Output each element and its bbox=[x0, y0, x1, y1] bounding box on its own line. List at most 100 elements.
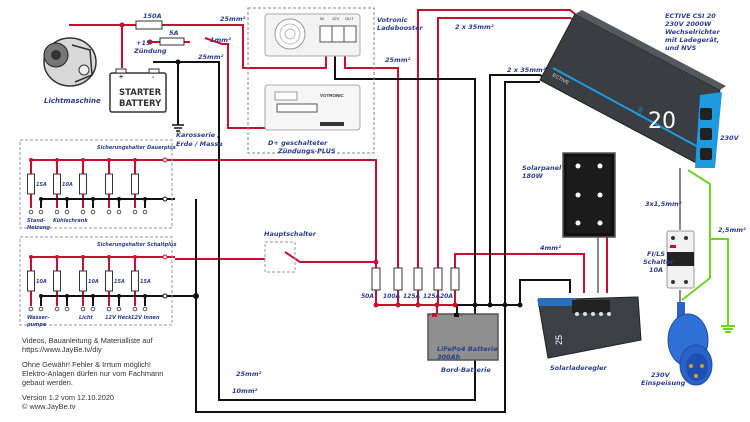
fuse-rating: 15A bbox=[140, 279, 151, 285]
load-terminal-minus bbox=[116, 209, 122, 215]
plus-junctions bbox=[29, 22, 458, 308]
rcbo-label-1: FI/LS bbox=[647, 250, 665, 258]
load-label: 12V Heck bbox=[105, 315, 132, 321]
load-terminal-minus bbox=[142, 209, 148, 215]
shore-plug-label-2: Einspeisung bbox=[641, 379, 686, 387]
votronic-group-box bbox=[247, 7, 375, 154]
house-battery-plus: + bbox=[427, 313, 430, 319]
solar-controller-model: 25 bbox=[554, 335, 564, 345]
wire-pe bbox=[681, 169, 729, 326]
fuse-box-title: Sicherungshalter Schaltplus bbox=[97, 242, 176, 248]
fuse-holder[interactable] bbox=[131, 270, 139, 292]
note-link[interactable]: https://www.JayBe.tv/diy bbox=[22, 345, 102, 354]
pe-wires bbox=[681, 169, 735, 333]
wire-fb2-minus-branches bbox=[40, 296, 146, 306]
inverter-output-label: 230V bbox=[720, 134, 740, 142]
starter-label-2: BATTERY bbox=[119, 99, 162, 109]
fuse-rating: 10A bbox=[88, 279, 99, 285]
wire-label-inv-plus: 2 x 35mm² bbox=[455, 23, 494, 31]
load-label: Licht bbox=[79, 315, 93, 321]
dplus-label-1: D+ geschalteter bbox=[268, 139, 328, 147]
booster-terminal-12v: 12V bbox=[332, 16, 339, 21]
booster-label-2: Ladebooster bbox=[377, 24, 424, 32]
fuse-holder[interactable] bbox=[105, 173, 113, 195]
inverter-label-1: ECTIVE CSI 20 bbox=[665, 12, 716, 20]
fuse-holder[interactable] bbox=[53, 270, 61, 292]
fuse-box-frame bbox=[19, 139, 173, 229]
shore-power-plug bbox=[667, 302, 713, 386]
wire-solar-plus bbox=[454, 253, 585, 293]
fuse-150a-label: 150A bbox=[143, 12, 162, 20]
dplus-label-2: Zündungs-PLUS bbox=[277, 147, 336, 155]
load-terminal-plus bbox=[106, 306, 112, 312]
main-switch-box[interactable] bbox=[264, 241, 296, 273]
wire-solar-minus bbox=[519, 279, 571, 305]
load-terminal-minus bbox=[90, 306, 96, 312]
rcbo-breaker[interactable] bbox=[666, 230, 695, 289]
fuse-holder[interactable] bbox=[105, 270, 113, 292]
wire-ground-main bbox=[153, 61, 476, 401]
inverter-label-2: 230V 2000W bbox=[665, 20, 712, 28]
alternator-label: Lichtmaschine bbox=[44, 97, 101, 105]
load-terminal-minus bbox=[38, 306, 44, 312]
fuse-holder[interactable] bbox=[27, 270, 35, 292]
load-terminal-plus bbox=[28, 209, 34, 215]
load-terminal-plus bbox=[54, 209, 60, 215]
note-version: Version 1.2 vom 12.10.2020 bbox=[22, 393, 115, 402]
ignition-label-1: +15 bbox=[136, 39, 151, 47]
bus-fuse[interactable] bbox=[413, 267, 423, 291]
bus-fuse[interactable] bbox=[393, 267, 403, 291]
fuse-holder[interactable] bbox=[79, 270, 87, 292]
fuse-holder[interactable] bbox=[131, 173, 139, 195]
fuse-boxes: Sicherungshalter Dauerplus15AStand-Heizu… bbox=[19, 139, 176, 328]
load-terminal-minus bbox=[38, 209, 44, 215]
ground-label-2: Erde / Masse bbox=[176, 140, 223, 148]
bus-fuse[interactable] bbox=[450, 267, 460, 291]
load-terminal-plus bbox=[28, 306, 34, 312]
fuse-holder[interactable] bbox=[27, 173, 35, 195]
load-terminal-minus bbox=[90, 209, 96, 215]
wire-alternator-booster-in bbox=[69, 24, 327, 69]
fuse-rating: 15A bbox=[114, 279, 125, 285]
inverter-device: ECTIVE CSI 20 bbox=[539, 10, 726, 168]
fuse-box-2: Sicherungshalter Schaltplus10AWasser-pum… bbox=[19, 236, 176, 328]
fuse-box-plus-terminal bbox=[162, 157, 168, 163]
load-terminal-plus bbox=[132, 306, 138, 312]
bus-fuse-label: 125A bbox=[403, 293, 421, 300]
fuse-holder[interactable] bbox=[79, 173, 87, 195]
rcbo-label-3: 10A bbox=[649, 266, 663, 274]
wire-label-ac: 3x1,5mm² bbox=[645, 200, 682, 208]
wire-label-solar: 4mm² bbox=[540, 244, 561, 252]
fuse-holder[interactable] bbox=[53, 173, 61, 195]
load-label-line2: pumpe bbox=[26, 322, 47, 328]
wire-label-bottom-25: 25mm² bbox=[236, 370, 262, 378]
fuse-5a-label: 5A bbox=[169, 29, 179, 37]
note-line-4: Elektro-Anlagen dürfen nur vom Fachmann bbox=[22, 369, 164, 378]
note-copyright: © www.JayBe.tv bbox=[22, 402, 76, 411]
load-label: 12V Innen bbox=[131, 315, 160, 321]
booster-terminal-in: IN bbox=[320, 16, 324, 21]
wire-label-bottom-10: 10mm² bbox=[232, 387, 258, 395]
fuse-box-1: Sicherungshalter Dauerplus15AStand-Heizu… bbox=[19, 139, 176, 231]
bus-fuse[interactable] bbox=[433, 267, 443, 291]
fuse-box-minus-terminal bbox=[162, 196, 168, 202]
bus-fuse-label: 100A bbox=[383, 293, 401, 300]
wire-label-gnd-25: 25mm² bbox=[198, 53, 224, 61]
wire-label-ign-1: 1mm² bbox=[210, 36, 231, 44]
load-terminal-plus bbox=[132, 209, 138, 215]
bus-fuse[interactable] bbox=[371, 267, 381, 291]
solar-panel-label-1: Solarpanel bbox=[522, 164, 562, 172]
wire-label-inv-minus: 2 x 35mm² bbox=[507, 66, 546, 74]
minus-junctions bbox=[39, 59, 523, 308]
wire-dauerplus bbox=[31, 159, 377, 268]
booster-label-1: Votronic bbox=[377, 16, 408, 24]
starter-plus: + bbox=[119, 74, 123, 81]
load-terminal-plus bbox=[106, 209, 112, 215]
ground-label-1: Karosserie / bbox=[176, 131, 220, 139]
house-battery: + - bbox=[427, 313, 499, 361]
bus-fuse-label: 20A bbox=[440, 293, 453, 300]
fuse-150a bbox=[135, 20, 163, 30]
charging-converter-device: VOTRONIC bbox=[264, 84, 361, 131]
inverter-label-4: mit Ladegerät, bbox=[665, 36, 719, 44]
